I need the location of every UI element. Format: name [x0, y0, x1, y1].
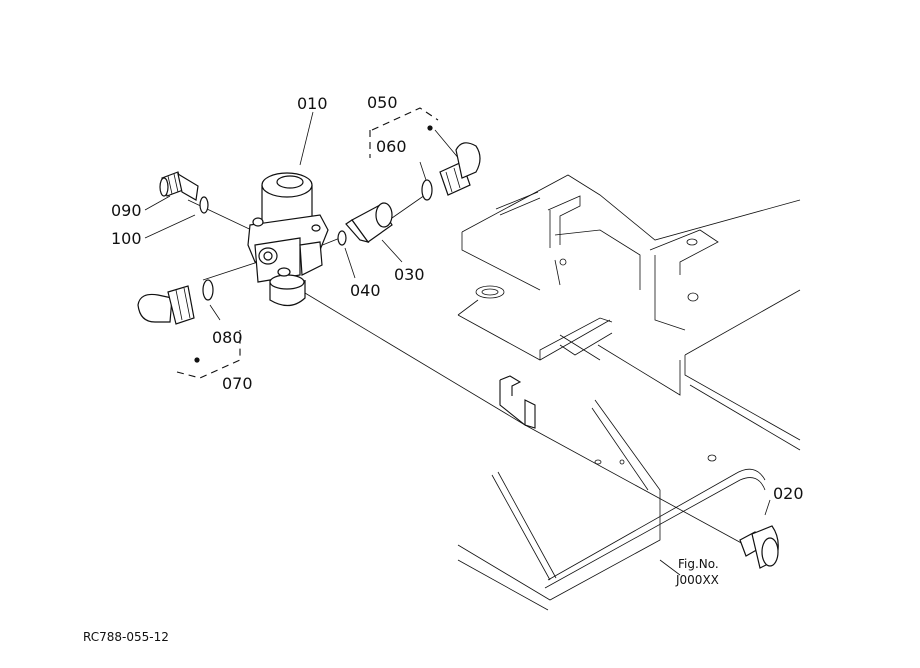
callout-090: 090 — [111, 201, 142, 220]
elbow-fitting-070 — [137, 285, 195, 325]
callout-010: 010 — [297, 94, 328, 113]
o-ring-100 — [199, 196, 209, 214]
o-ring-040 — [337, 230, 347, 246]
group-brackets — [176, 107, 439, 379]
chassis-frame — [457, 174, 801, 611]
fitting-090 — [159, 171, 199, 201]
callout-030: 030 — [394, 265, 425, 284]
callout-040: 040 — [350, 281, 381, 300]
callout-050: 050 — [367, 93, 398, 112]
o-ring-060 — [421, 179, 433, 201]
group-dot-050 — [427, 125, 433, 131]
group-dot-070 — [194, 357, 200, 363]
callout-060: 060 — [376, 137, 407, 156]
adapter-030 — [345, 202, 393, 243]
o-ring-080 — [202, 279, 214, 301]
elbow-fitting-050 — [439, 142, 481, 196]
drawing-code: RC788-055-12 — [83, 630, 169, 644]
callout-020: 020 — [773, 484, 804, 503]
valve-body-010 — [247, 172, 329, 307]
leader-lines — [144, 111, 771, 576]
fig-ref-number: J000XX — [675, 573, 719, 587]
bolt-020 — [739, 525, 779, 569]
fig-ref-title: Fig.No. — [678, 557, 719, 571]
callout-080: 080 — [212, 328, 243, 347]
callout-100: 100 — [111, 229, 142, 248]
callout-070: 070 — [222, 374, 253, 393]
